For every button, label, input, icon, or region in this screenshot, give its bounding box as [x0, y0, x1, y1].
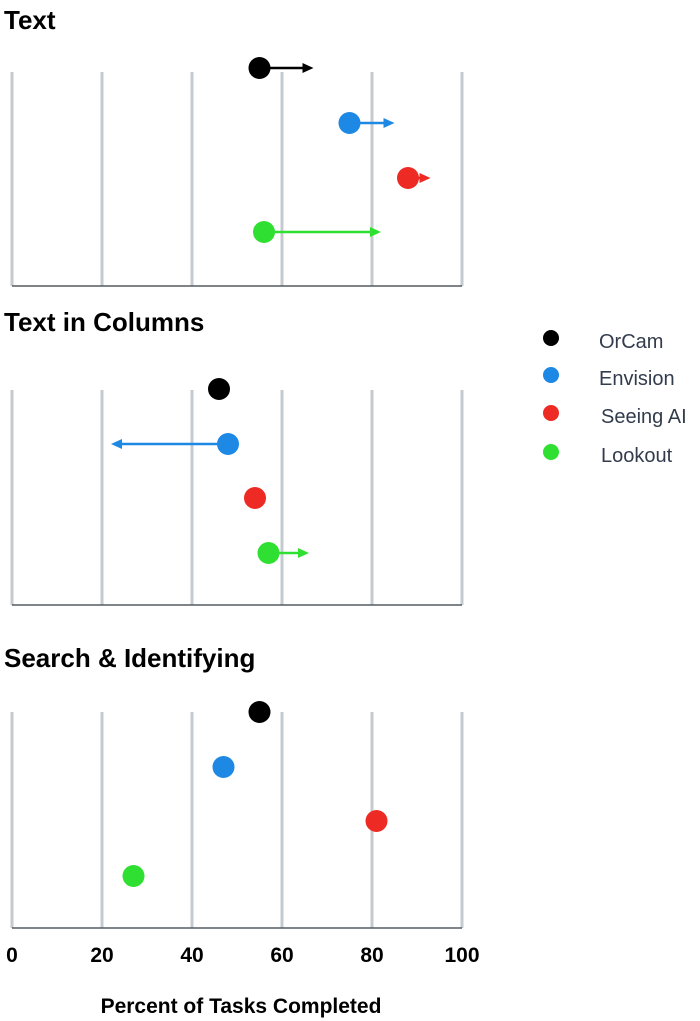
legend-label: Lookout: [601, 445, 673, 467]
change-arrow-head: [370, 227, 381, 237]
legend-label: OrCam: [599, 331, 663, 353]
legend-label: Envision: [599, 368, 675, 390]
data-point-lookout: [257, 542, 280, 564]
x-axis-title: Percent of Tasks Completed: [101, 995, 382, 1018]
legend-item-seeing-ai: Seeing AI: [543, 405, 687, 428]
legend-marker: [543, 444, 559, 460]
panel-0: Text: [4, 5, 464, 287]
data-point-envision: [217, 433, 239, 455]
panel-title: Text in Columns: [4, 307, 204, 337]
data-point-lookout: [122, 865, 145, 887]
data-point-seeing-ai: [244, 487, 266, 509]
legend-item-envision: Envision: [543, 367, 675, 390]
legend-label: Seeing AI: [601, 406, 687, 428]
x-tick-label: 40: [180, 944, 203, 967]
x-tick-label: 80: [360, 944, 383, 967]
panel-title: Search & Identifying: [4, 643, 255, 673]
change-arrow-head: [383, 118, 395, 128]
change-arrow-head: [298, 548, 309, 558]
x-tick-label: 20: [90, 944, 113, 967]
data-point-orcam: [248, 57, 271, 79]
panel-title: Text: [4, 5, 56, 35]
legend-marker: [543, 405, 559, 421]
data-point-orcam: [248, 701, 271, 723]
legend-item-lookout: Lookout: [543, 444, 673, 467]
panel-2: Search & Identifying: [4, 643, 464, 929]
x-tick-label: 60: [270, 944, 293, 967]
change-arrow-head: [419, 173, 431, 183]
x-axis: Percent of Tasks Completed 0 20 40 60 80 100: [6, 944, 479, 1018]
x-tick-label: 0: [6, 944, 18, 967]
change-arrow-head: [111, 439, 122, 449]
data-point-seeing-ai: [365, 810, 388, 832]
panel-1: Text in Columns: [4, 307, 464, 606]
legend-marker: [543, 330, 559, 346]
legend-marker: [543, 367, 559, 383]
data-point-seeing-ai: [397, 167, 419, 189]
x-tick-label: 100: [444, 944, 479, 967]
data-point-envision: [212, 756, 235, 778]
data-point-orcam: [208, 378, 230, 400]
legend-item-orcam: OrCam: [543, 330, 663, 353]
data-point-envision: [338, 112, 361, 134]
change-arrow-head: [302, 63, 314, 73]
data-point-lookout: [253, 221, 275, 243]
